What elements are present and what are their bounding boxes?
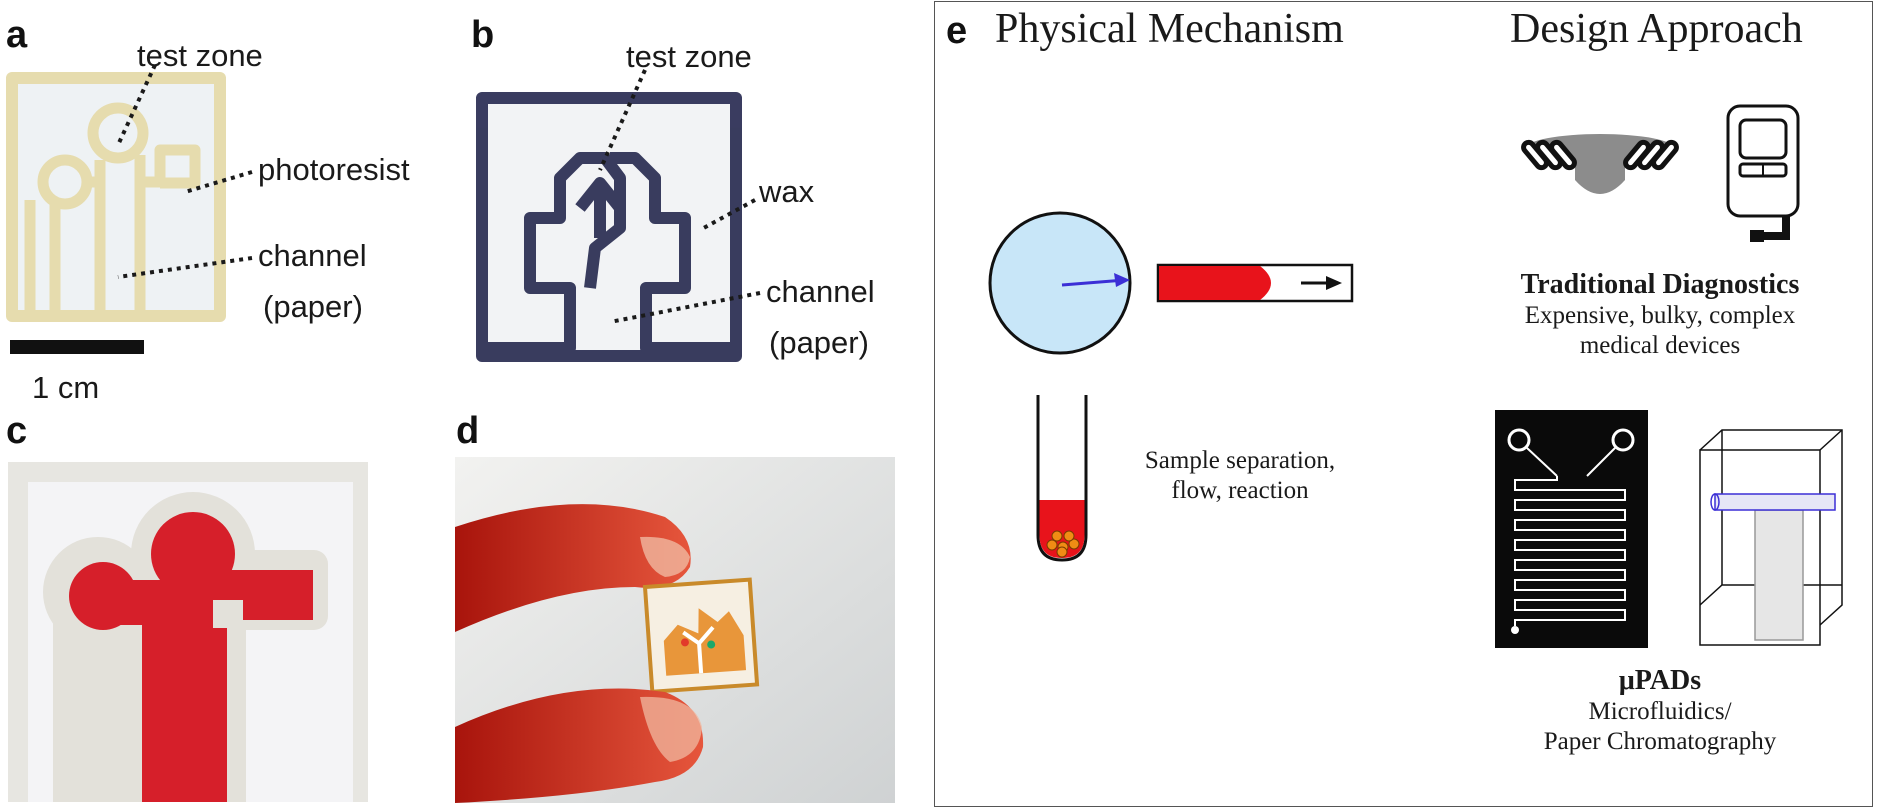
scale-bar-label: 1 cm (32, 370, 100, 405)
chip-in-hand (642, 577, 760, 694)
mechanism-caption-line-1: Sample separation, (1144, 447, 1336, 474)
monitor-icon (1726, 104, 1800, 242)
label-wax: wax (759, 174, 815, 209)
panel-b-leader-lines (598, 69, 761, 324)
scale-bar (10, 340, 144, 354)
traditional-diagnostics-caption: Traditional Diagnostics Expensive, bulky… (1480, 270, 1840, 361)
label-channel-a: channel (258, 238, 367, 273)
label-channel-b: channel (766, 274, 875, 309)
label-test-zone-a: test zone (137, 38, 263, 73)
panel-a-leader-lines (116, 64, 253, 279)
upads-caption: μPADs Microfluidics/ Paper Chromatograph… (1480, 666, 1840, 757)
label-photoresist: photoresist (258, 152, 410, 187)
panel-letter-b: b (471, 14, 495, 56)
upads-desc-2: Paper Chromatography (1543, 728, 1777, 755)
traditional-diagnostics-title: Traditional Diagnostics (1520, 269, 1800, 300)
upads-title: μPADs (1618, 665, 1702, 696)
mechanism-caption: Sample separation, flow, reaction (1130, 446, 1350, 506)
panel-b-device (476, 92, 742, 362)
label-channel-paper-a: (paper) (263, 289, 363, 324)
panel-letter-e: e (946, 10, 968, 52)
heading-design-approach: Design Approach (1510, 6, 1803, 52)
upads-desc-1: Microfluidics/ (1588, 698, 1732, 725)
mechanism-caption-line-2: flow, reaction (1171, 477, 1309, 504)
traditional-diagnostics-desc-1: Expensive, bulky, complex (1524, 302, 1796, 329)
label-test-zone-b: test zone (626, 39, 752, 74)
panel-letter-a: a (6, 14, 28, 56)
upad-devices-icons (1495, 410, 1843, 648)
capillary-diagrams (988, 211, 1354, 562)
chromatography-chamber (1699, 429, 1843, 646)
test-tube (1036, 395, 1088, 562)
traditional-diagnostics-desc-2: medical devices (1579, 332, 1741, 359)
panel-letter-d: d (456, 410, 480, 452)
droplet-circle (988, 211, 1132, 355)
upad-serpentine-chip (1495, 410, 1648, 648)
panel-d-photo (455, 457, 895, 803)
panel-e-frame (934, 1, 1873, 807)
label-channel-paper-b: (paper) (769, 325, 869, 360)
heading-physical-mechanism: Physical Mechanism (995, 6, 1344, 52)
panel-c-dyed-device (8, 462, 368, 802)
traditional-devices-icons (1521, 104, 1800, 242)
panel-letter-c: c (6, 410, 28, 452)
panel-a-device (6, 72, 226, 322)
diagnostic-lamp-icon (1521, 134, 1679, 194)
